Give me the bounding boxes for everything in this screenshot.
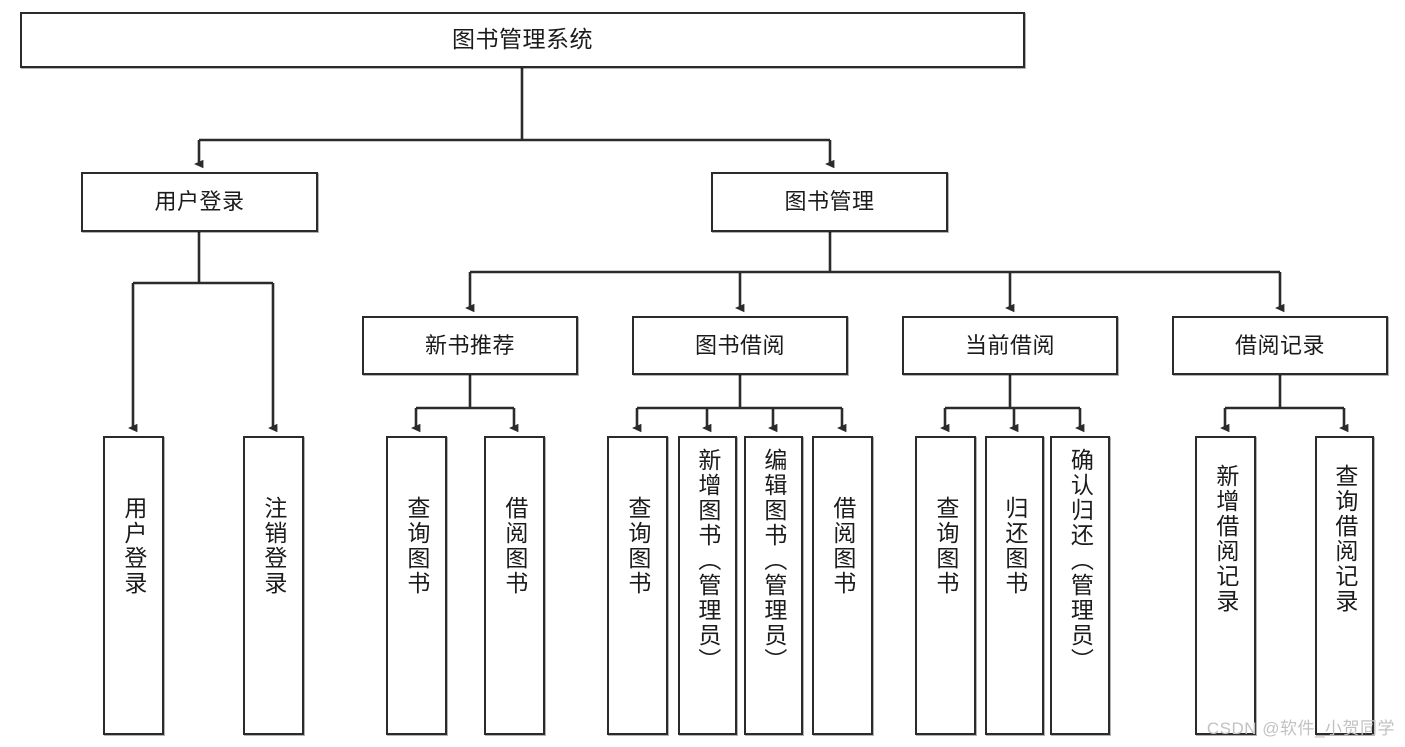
node-label: 归还图书 xyxy=(1001,496,1028,596)
node-leaf-borrow-book-1[interactable]: 借阅图书 xyxy=(484,436,545,735)
node-book-borrow[interactable]: 图书借阅 xyxy=(632,316,848,375)
node-label: 查询图书 xyxy=(932,496,959,596)
node-leaf-query-book-2[interactable]: 查询图书 xyxy=(607,436,668,735)
node-borrow-record[interactable]: 借阅记录 xyxy=(1172,316,1388,375)
node-leaf-borrow-book-2[interactable]: 借阅图书 xyxy=(812,436,873,735)
node-leaf-edit-book[interactable]: 编辑图书（管理员） xyxy=(744,436,803,735)
node-label: 借阅图书 xyxy=(501,496,528,596)
node-label: 确认归还（管理员） xyxy=(1067,448,1094,673)
node-label: 编辑图书（管理员） xyxy=(760,448,787,673)
node-current-borrow[interactable]: 当前借阅 xyxy=(902,316,1118,375)
node-leaf-query-book-1[interactable]: 查询图书 xyxy=(386,436,447,735)
node-label: 查询图书 xyxy=(403,496,430,596)
node-label: 借阅记录 xyxy=(1234,332,1325,358)
node-label: 用户登录 xyxy=(120,496,147,596)
node-label: 当前借阅 xyxy=(964,332,1055,358)
node-label: 查询借阅记录 xyxy=(1331,464,1358,614)
node-leaf-confirm-return[interactable]: 确认归还（管理员） xyxy=(1050,436,1110,735)
csdn-watermark: CSDN @软件_小贺同学 xyxy=(1206,719,1395,738)
node-label: 图书管理 xyxy=(784,189,875,215)
node-leaf-return-book[interactable]: 归还图书 xyxy=(985,436,1044,735)
node-label: 图书借阅 xyxy=(694,332,785,358)
node-leaf-query-book-3[interactable]: 查询图书 xyxy=(915,436,976,735)
node-leaf-logout[interactable]: 注销登录 xyxy=(243,436,304,735)
node-label: 新书推荐 xyxy=(424,332,515,358)
node-root-system[interactable]: 图书管理系统 xyxy=(20,12,1025,68)
node-user-login[interactable]: 用户登录 xyxy=(81,172,318,232)
node-new-book-recommend[interactable]: 新书推荐 xyxy=(362,316,578,375)
node-label: 新增图书（管理员） xyxy=(694,448,721,673)
node-leaf-query-borrow-record[interactable]: 查询借阅记录 xyxy=(1315,436,1374,735)
node-label: 注销登录 xyxy=(260,496,287,596)
node-label: 图书管理系统 xyxy=(452,26,593,53)
node-label: 查询图书 xyxy=(624,496,651,596)
node-book-management[interactable]: 图书管理 xyxy=(711,172,948,232)
node-leaf-add-book[interactable]: 新增图书（管理员） xyxy=(678,436,737,735)
node-label: 用户登录 xyxy=(154,189,245,215)
node-label: 借阅图书 xyxy=(829,496,856,596)
node-leaf-user-login[interactable]: 用户登录 xyxy=(103,436,164,735)
node-leaf-add-borrow-record[interactable]: 新增借阅记录 xyxy=(1195,436,1256,735)
node-label: 新增借阅记录 xyxy=(1212,464,1239,614)
